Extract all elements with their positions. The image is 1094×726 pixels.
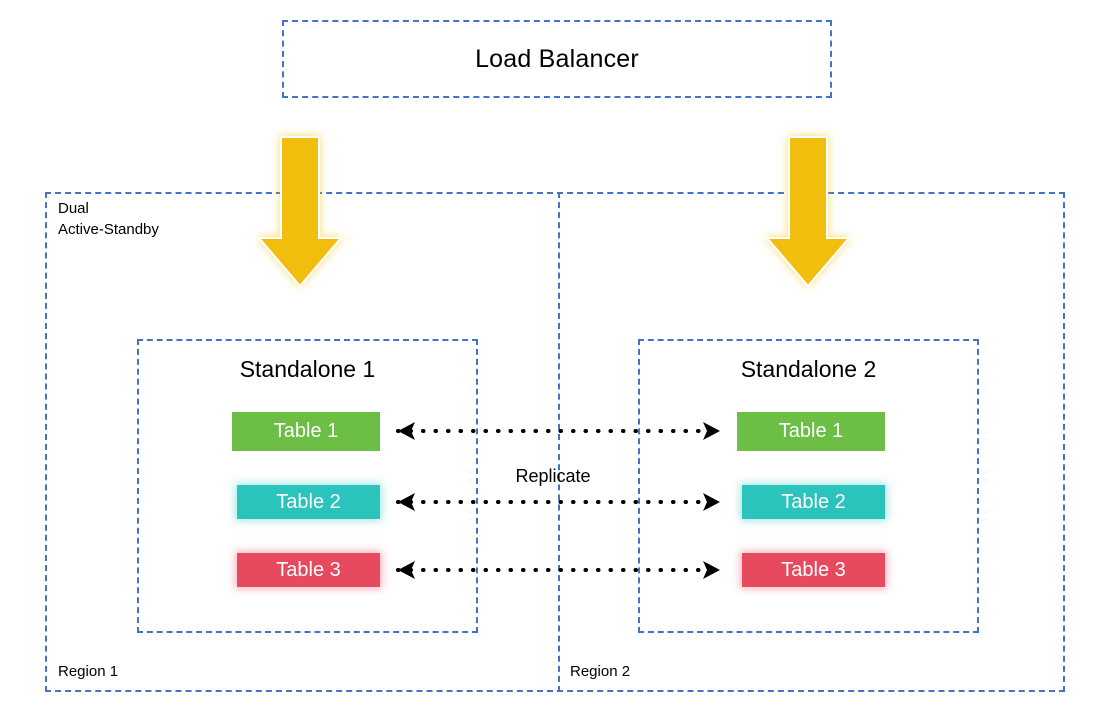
region-divider bbox=[558, 192, 560, 692]
table-chip-label: Table 3 bbox=[276, 558, 341, 581]
table-chip-label: Table 2 bbox=[781, 490, 846, 513]
table-chip-standalone2-table1[interactable]: Table 1 bbox=[737, 412, 885, 451]
table-chip-standalone1-table1[interactable]: Table 1 bbox=[232, 412, 380, 451]
region-1-label: Region 1 bbox=[58, 663, 119, 680]
standalone-1-title: Standalone 1 bbox=[239, 356, 376, 382]
table-chip-label: Table 3 bbox=[781, 558, 846, 581]
load-balancer-box[interactable]: Load Balancer bbox=[282, 20, 832, 98]
dual-active-standby-container bbox=[45, 192, 1065, 692]
standalone-1-box[interactable] bbox=[137, 339, 478, 633]
load-balancer-label: Load Balancer bbox=[475, 44, 639, 73]
replicate-connector-label: Replicate bbox=[0, 466, 1094, 487]
table-chip-label: Table 2 bbox=[276, 490, 341, 513]
table-chip-label: Table 1 bbox=[778, 420, 844, 442]
table-chip-standalone2-table3[interactable]: Table 3 bbox=[742, 553, 885, 587]
dual-active-standby-label: Dual Active-Standby bbox=[58, 200, 159, 238]
table-chip-label: Table 1 bbox=[273, 420, 339, 442]
table-chip-standalone1-table3[interactable]: Table 3 bbox=[237, 553, 380, 587]
region-2-label: Region 2 bbox=[570, 663, 631, 680]
standalone-2-box[interactable] bbox=[638, 339, 979, 633]
table-chip-standalone1-table2[interactable]: Table 2 bbox=[237, 485, 380, 519]
replicate-text: Replicate bbox=[515, 466, 591, 486]
standalone-2-title: Standalone 2 bbox=[740, 356, 877, 382]
table-chip-standalone2-table2[interactable]: Table 2 bbox=[742, 485, 885, 519]
